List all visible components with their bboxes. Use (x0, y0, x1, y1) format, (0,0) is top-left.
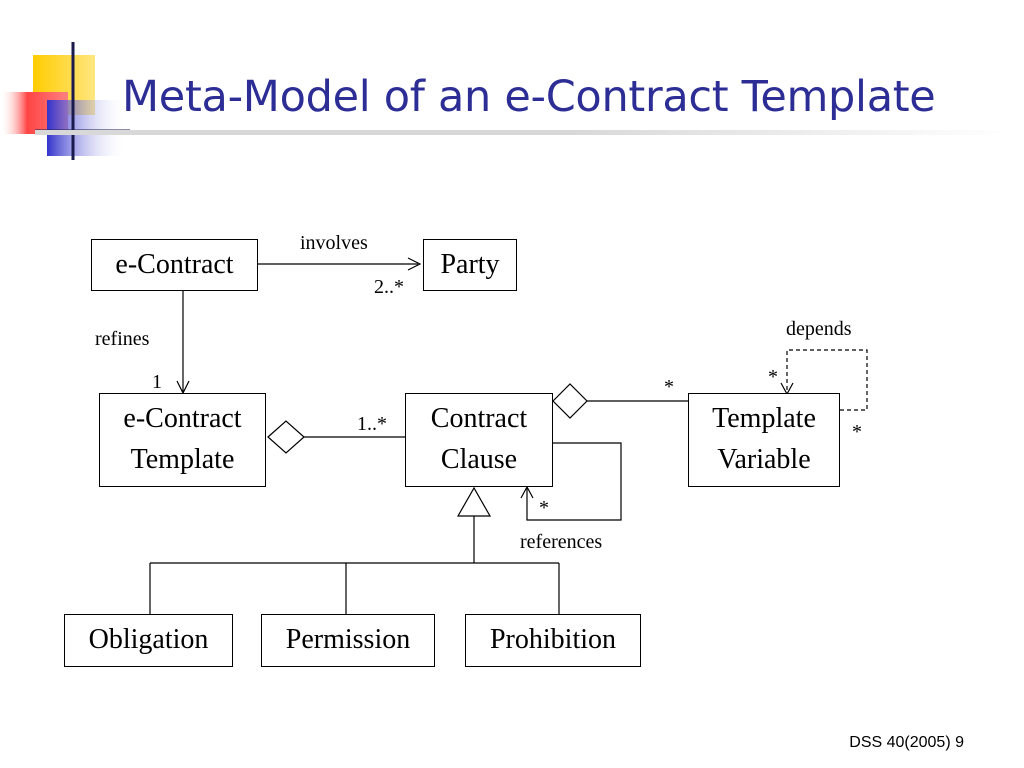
references-label: references (520, 531, 603, 553)
depends-label: depends (786, 318, 852, 340)
class-contract-clause: Contract Clause (405, 393, 553, 487)
class-econtract-template-line2: Template (130, 444, 235, 475)
depends-dependency (786, 349, 868, 411)
class-template-variable: Template Variable (688, 393, 840, 487)
clause-aggregation-diamond (552, 383, 588, 419)
template-aggregation-diamond (267, 420, 305, 454)
class-contract-clause-line1: Contract (430, 403, 528, 435)
class-econtract: e-Contract (91, 239, 258, 291)
depends-source-multiplicity: * (852, 421, 862, 443)
class-template-variable-line2: Variable (717, 444, 811, 475)
class-obligation: Obligation (64, 614, 233, 667)
involves-label: involves (300, 232, 368, 254)
class-econtract-template-line1: e-Contract (123, 403, 242, 435)
involves-arrowhead (407, 257, 422, 271)
generalization-triangle (456, 486, 492, 517)
class-econtract-label: e-Contract (115, 248, 234, 280)
references-multiplicity: * (539, 497, 549, 519)
variable-multiplicity: * (664, 376, 674, 398)
class-prohibition: Prohibition (465, 614, 641, 667)
class-permission-label: Permission (285, 624, 411, 656)
involves-multiplicity: 2..* (374, 276, 404, 298)
slide-footer: DSS 40(2005) 9 (849, 734, 964, 751)
refines-label: refines (95, 328, 150, 350)
refines-multiplicity: 1 (152, 371, 162, 393)
class-obligation-label: Obligation (88, 624, 209, 656)
references-association (526, 442, 622, 521)
class-permission: Permission (261, 614, 435, 667)
class-econtract-template: e-Contract Template (99, 393, 266, 487)
title-divider (35, 130, 1010, 135)
references-arrowhead (520, 485, 534, 499)
clause-multiplicity: 1..* (357, 413, 387, 435)
class-party-label: Party (440, 248, 500, 280)
class-party: Party (423, 239, 517, 291)
slide-title: Meta-Model of an e-Contract Template (122, 72, 936, 122)
class-template-variable-line1: Template (712, 403, 816, 435)
class-prohibition-label: Prohibition (489, 624, 616, 656)
class-contract-clause-line2: Clause (440, 444, 518, 475)
depends-target-multiplicity: * (768, 366, 778, 388)
